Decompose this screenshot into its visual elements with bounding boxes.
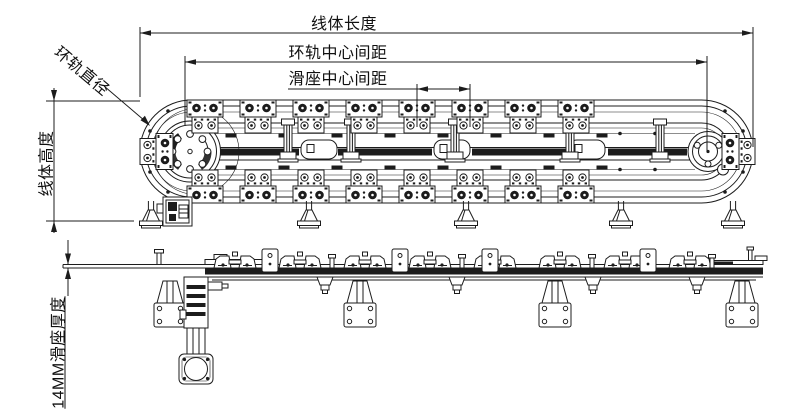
label-line-length: 线体长度 xyxy=(310,16,377,33)
slider-carriage xyxy=(345,169,383,204)
support-leg xyxy=(454,200,478,229)
side-slider xyxy=(408,251,452,269)
slider-carriage xyxy=(292,99,330,134)
slider-carriage xyxy=(345,99,383,134)
side-view xyxy=(62,246,768,385)
label-slider-thickness: 14MM滑座厚度 xyxy=(50,296,68,409)
bolt-pin xyxy=(588,254,596,269)
label-line-height: 线体高度 xyxy=(38,130,56,197)
bolt-pin xyxy=(708,254,716,269)
slider-carriage xyxy=(557,169,595,204)
pallet-fixture xyxy=(300,139,338,160)
mount-bracket xyxy=(481,248,499,273)
dim-slider-thickness xyxy=(65,240,71,296)
hanger-bracket xyxy=(584,276,602,294)
hanger-bracket xyxy=(448,276,466,294)
hanger-bracket xyxy=(316,276,334,294)
plan-view xyxy=(139,99,756,229)
drive-motor-plan xyxy=(156,196,193,227)
idler-wheel xyxy=(687,131,729,176)
mount-bracket xyxy=(391,248,409,273)
drive-motor-side xyxy=(178,276,229,385)
bolt-pin xyxy=(328,254,336,269)
hanger-bracket xyxy=(688,276,706,294)
dim-line-height xyxy=(46,88,140,233)
slider-carriage xyxy=(451,169,489,204)
pin-fixture xyxy=(277,118,299,163)
dim-ring-diameter-leader xyxy=(103,85,150,126)
slider-carriage xyxy=(186,99,224,134)
right-end-cap xyxy=(699,246,768,265)
rail-pads xyxy=(225,133,608,170)
support-leg xyxy=(609,200,633,229)
label-ring-center-spacing: 环轨中心间距 xyxy=(288,45,388,62)
bolt-pin xyxy=(458,254,466,269)
mount-bracket xyxy=(261,248,279,273)
label-slider-center-spacing: 滑座中心间距 xyxy=(288,71,388,88)
slider-carriage xyxy=(239,99,277,134)
slider-carriage xyxy=(504,169,542,204)
slider-carriage xyxy=(504,99,542,134)
support-leg-side xyxy=(538,280,572,328)
side-slider xyxy=(538,251,582,269)
dim-slider-center-spacing xyxy=(288,84,471,127)
side-slider xyxy=(668,251,712,269)
slider-carriage xyxy=(139,133,174,170)
slider-carriage xyxy=(292,169,330,204)
slider-carriage xyxy=(398,169,436,204)
dim-ring-center-spacing xyxy=(184,56,708,151)
pin-fixture xyxy=(649,118,671,163)
slider-carriage xyxy=(721,133,756,170)
support-leg xyxy=(721,200,745,229)
dim-line-length xyxy=(139,27,754,147)
slider-carriage xyxy=(557,99,595,134)
support-leg-side xyxy=(343,280,377,328)
side-slider xyxy=(278,251,322,269)
slider-carriage xyxy=(239,169,277,204)
support-leg xyxy=(297,200,321,229)
side-slider xyxy=(343,251,387,269)
support-leg-side xyxy=(725,280,759,328)
mount-bracket xyxy=(639,248,657,273)
support-leg-side xyxy=(153,280,187,328)
